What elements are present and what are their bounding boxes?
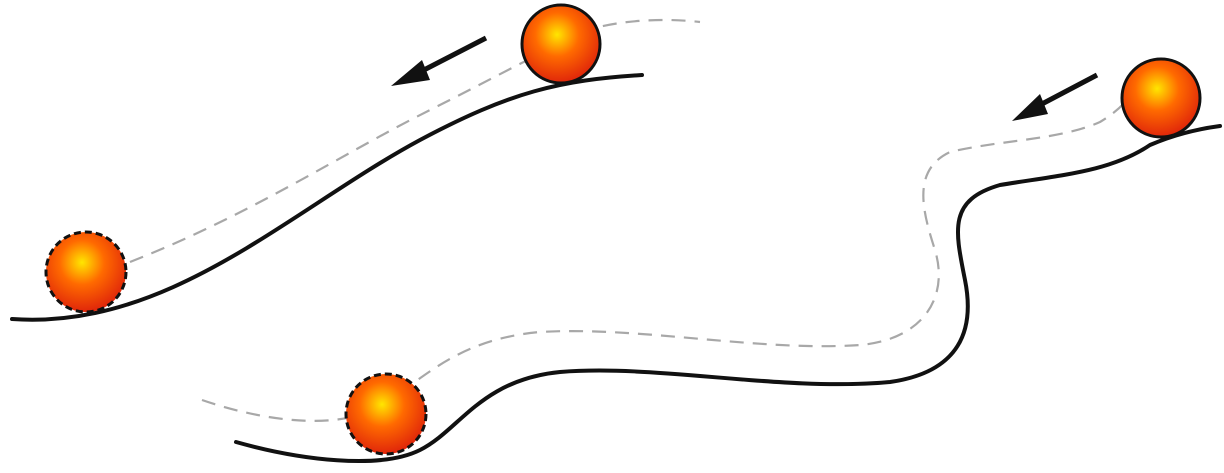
- ball-end-smooth: [44, 230, 128, 314]
- wavy-slope-arrow-icon: [1012, 72, 1099, 121]
- ball-start-wavy: [1120, 57, 1202, 139]
- smooth-slope-surface: [10, 73, 644, 322]
- wavy-slope-panel: [201, 57, 1222, 463]
- smooth-slope-arrow-icon: [391, 35, 488, 86]
- ball-start-smooth: [520, 3, 602, 85]
- smooth-slope-trajectory: [129, 18, 701, 264]
- wavy-slope-trajectory: [201, 87, 1136, 422]
- smooth-slope-panel: [10, 3, 701, 322]
- ball-end-wavy: [344, 372, 428, 456]
- wavy-slope-surface: [234, 124, 1222, 463]
